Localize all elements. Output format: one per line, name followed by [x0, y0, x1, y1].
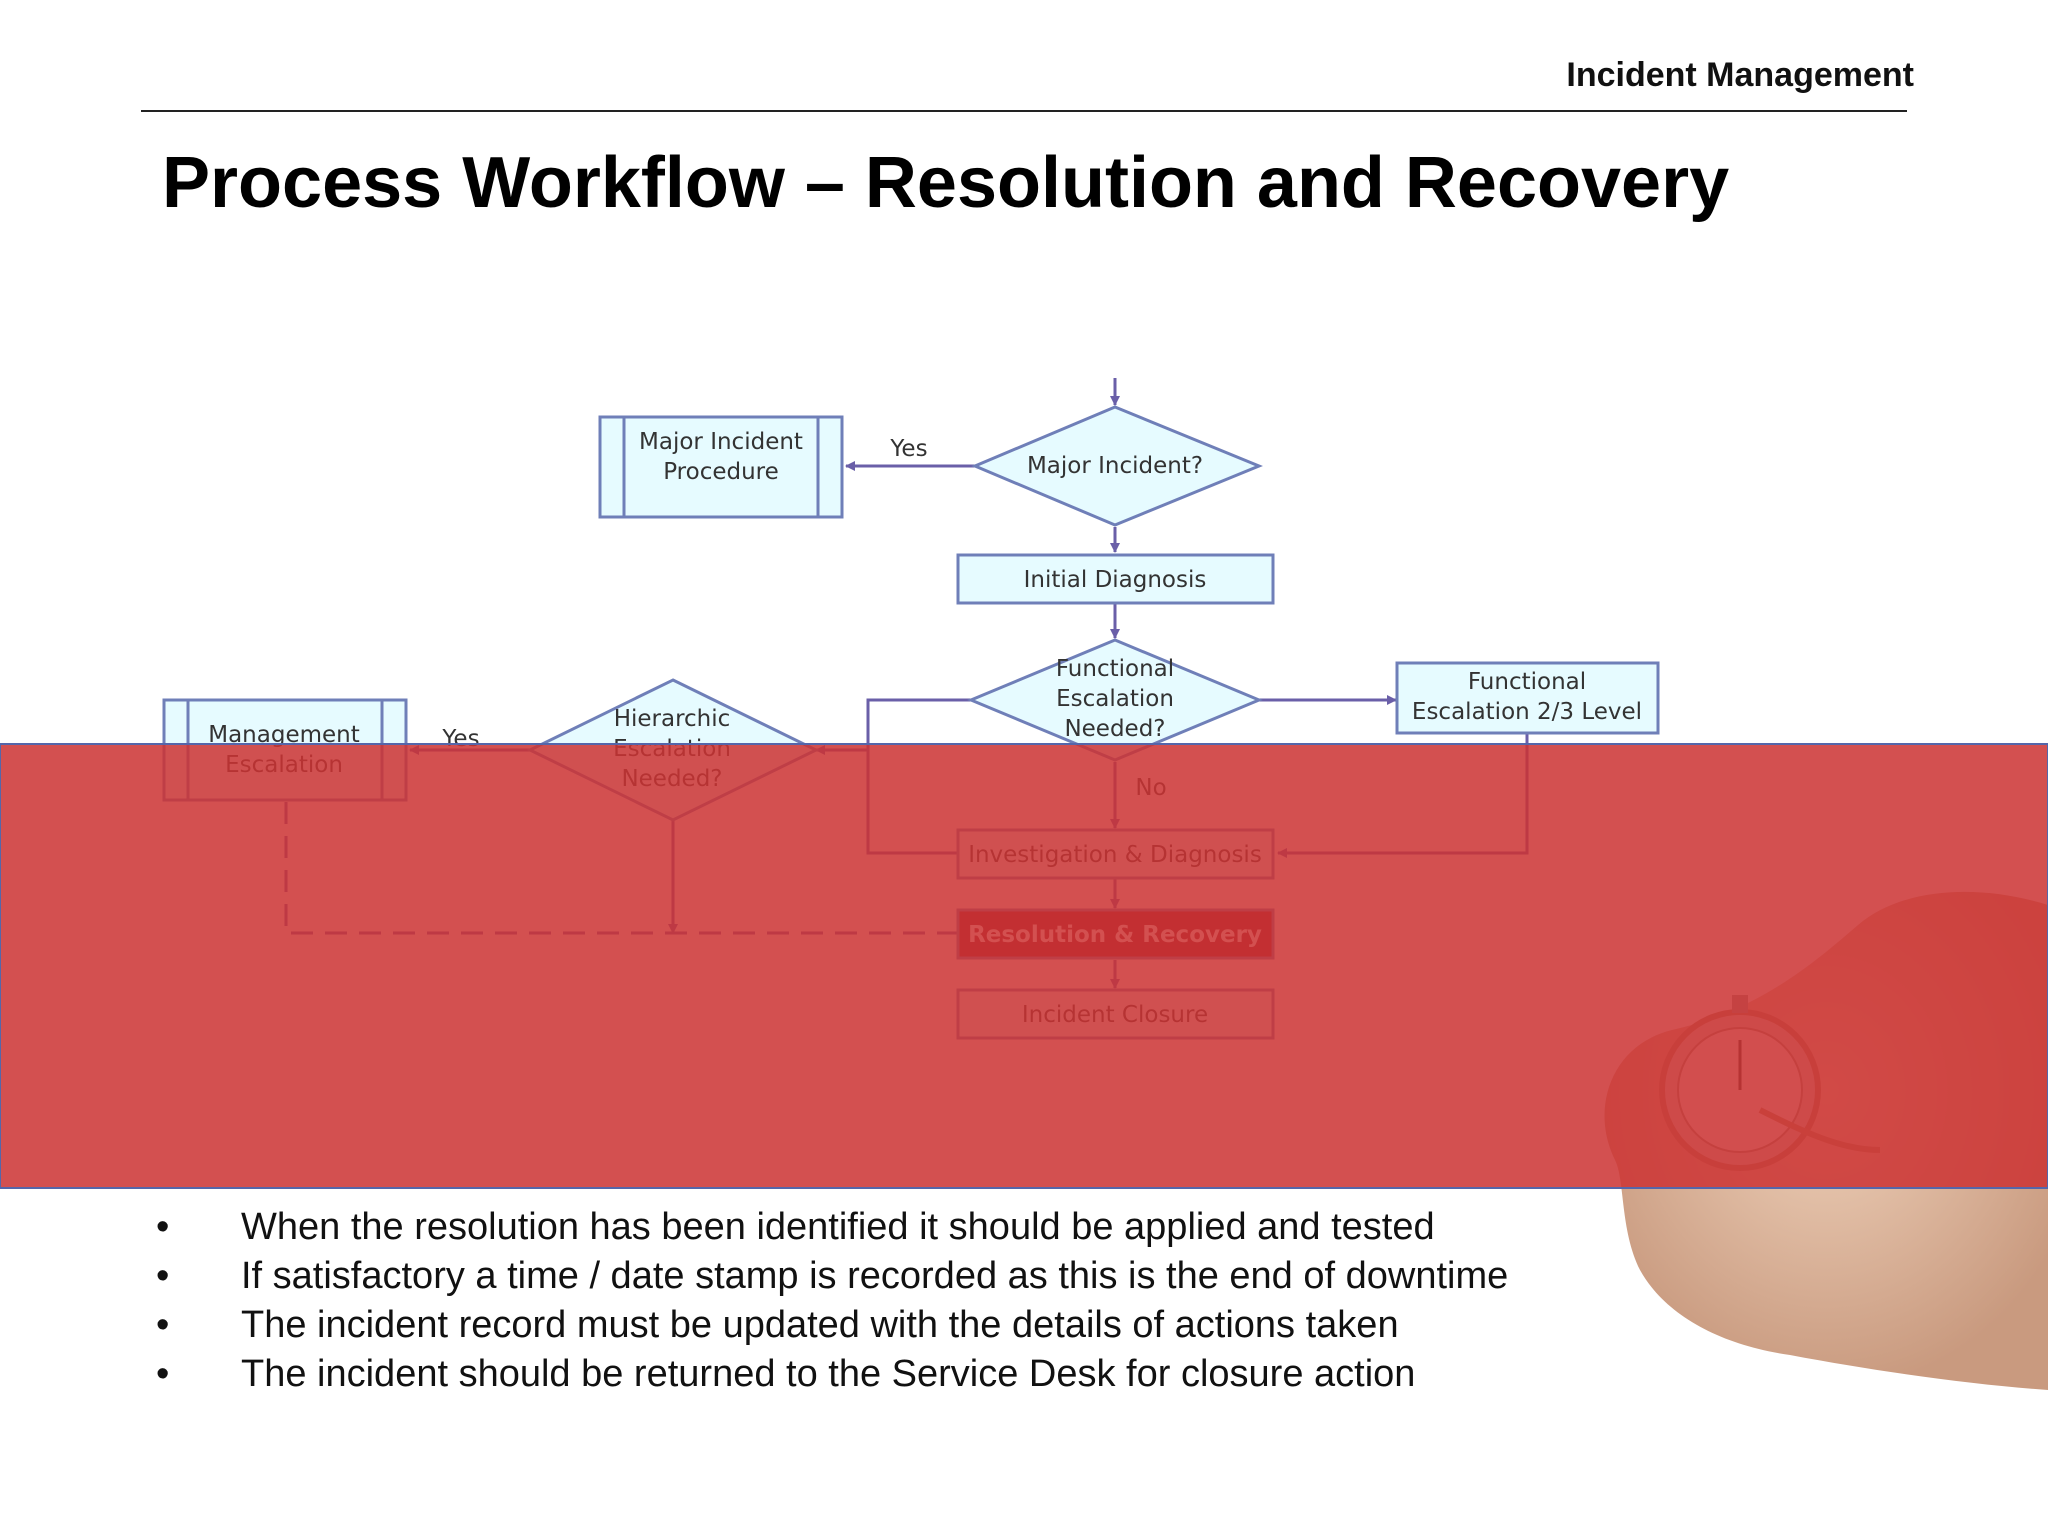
bullet-item: • The incident should be returned to the … — [150, 1350, 1550, 1399]
major-incident-decision: Major Incident? — [971, 405, 1263, 527]
initial-diagnosis-text: Initial Diagnosis — [1024, 567, 1207, 593]
bullet-list: • When the resolution has been identified… — [150, 1203, 1550, 1399]
highlight-overlay-band — [0, 743, 2048, 1189]
bullet-text: When the resolution has been identified … — [241, 1206, 1435, 1248]
bullet-item: • The incident record must be updated wit… — [150, 1301, 1550, 1350]
bullet-item: • When the resolution has been identified… — [150, 1203, 1550, 1252]
yes-label-major: Yes — [889, 436, 927, 462]
page-title: Process Workflow – Resolution and Recove… — [162, 143, 1730, 223]
initial-diagnosis-box: Initial Diagnosis — [956, 553, 1275, 605]
bullet-marker: • — [156, 1255, 170, 1297]
major-incident-decision-text: Major Incident? — [1027, 453, 1203, 479]
bullet-marker: • — [156, 1206, 170, 1248]
bullet-item: • If satisfactory a time / date stamp is … — [150, 1252, 1550, 1301]
bullet-marker: • — [156, 1304, 170, 1346]
header-divider — [141, 110, 1907, 112]
bullet-marker: • — [156, 1353, 170, 1395]
bullet-text: The incident record must be updated with… — [241, 1304, 1399, 1346]
section-title: Incident Management — [1566, 56, 1914, 94]
bullet-text: The incident should be returned to the S… — [241, 1353, 1416, 1395]
bullet-text: If satisfactory a time / date stamp is r… — [241, 1255, 1509, 1297]
